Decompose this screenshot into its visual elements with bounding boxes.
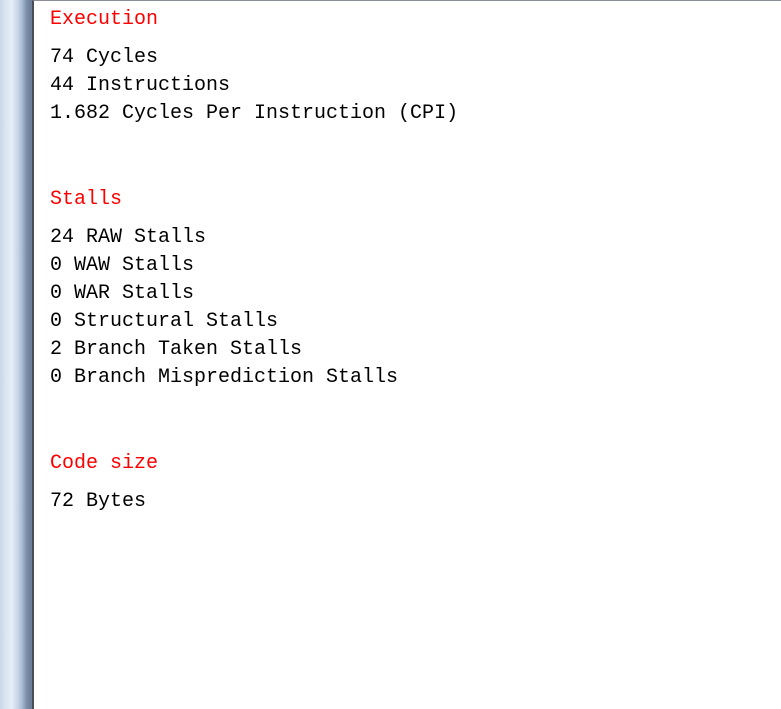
waw-stalls-stat: 0 WAW Stalls	[50, 254, 195, 277]
code-size-stat: 72 Bytes	[50, 490, 147, 513]
cycles-stat: 74 Cycles	[50, 46, 159, 69]
statistics-panel: Execution 74 Cycles 44 Instructions 1.68…	[32, 0, 781, 709]
war-stalls-stat: 0 WAR Stalls	[50, 282, 195, 305]
execution-heading: Execution	[50, 8, 159, 31]
raw-stalls-stat: 24 RAW Stalls	[50, 226, 207, 249]
execution-section: Execution 74 Cycles 44 Instructions 1.68…	[50, 6, 458, 128]
code-size-heading: Code size	[50, 452, 159, 475]
stalls-section: Stalls 24 RAW Stalls 0 WAW Stalls 0 WAR …	[50, 186, 398, 392]
instructions-stat: 44 Instructions	[50, 74, 231, 97]
code-size-section: Code size 72 Bytes	[50, 450, 158, 516]
branch-taken-stalls-stat: 2 Branch Taken Stalls	[50, 338, 303, 361]
branch-misprediction-stalls-stat: 0 Branch Misprediction Stalls	[50, 366, 399, 389]
stalls-heading: Stalls	[50, 188, 123, 211]
cpi-stat: 1.682 Cycles Per Instruction (CPI)	[50, 102, 459, 125]
structural-stalls-stat: 0 Structural Stalls	[50, 310, 279, 333]
